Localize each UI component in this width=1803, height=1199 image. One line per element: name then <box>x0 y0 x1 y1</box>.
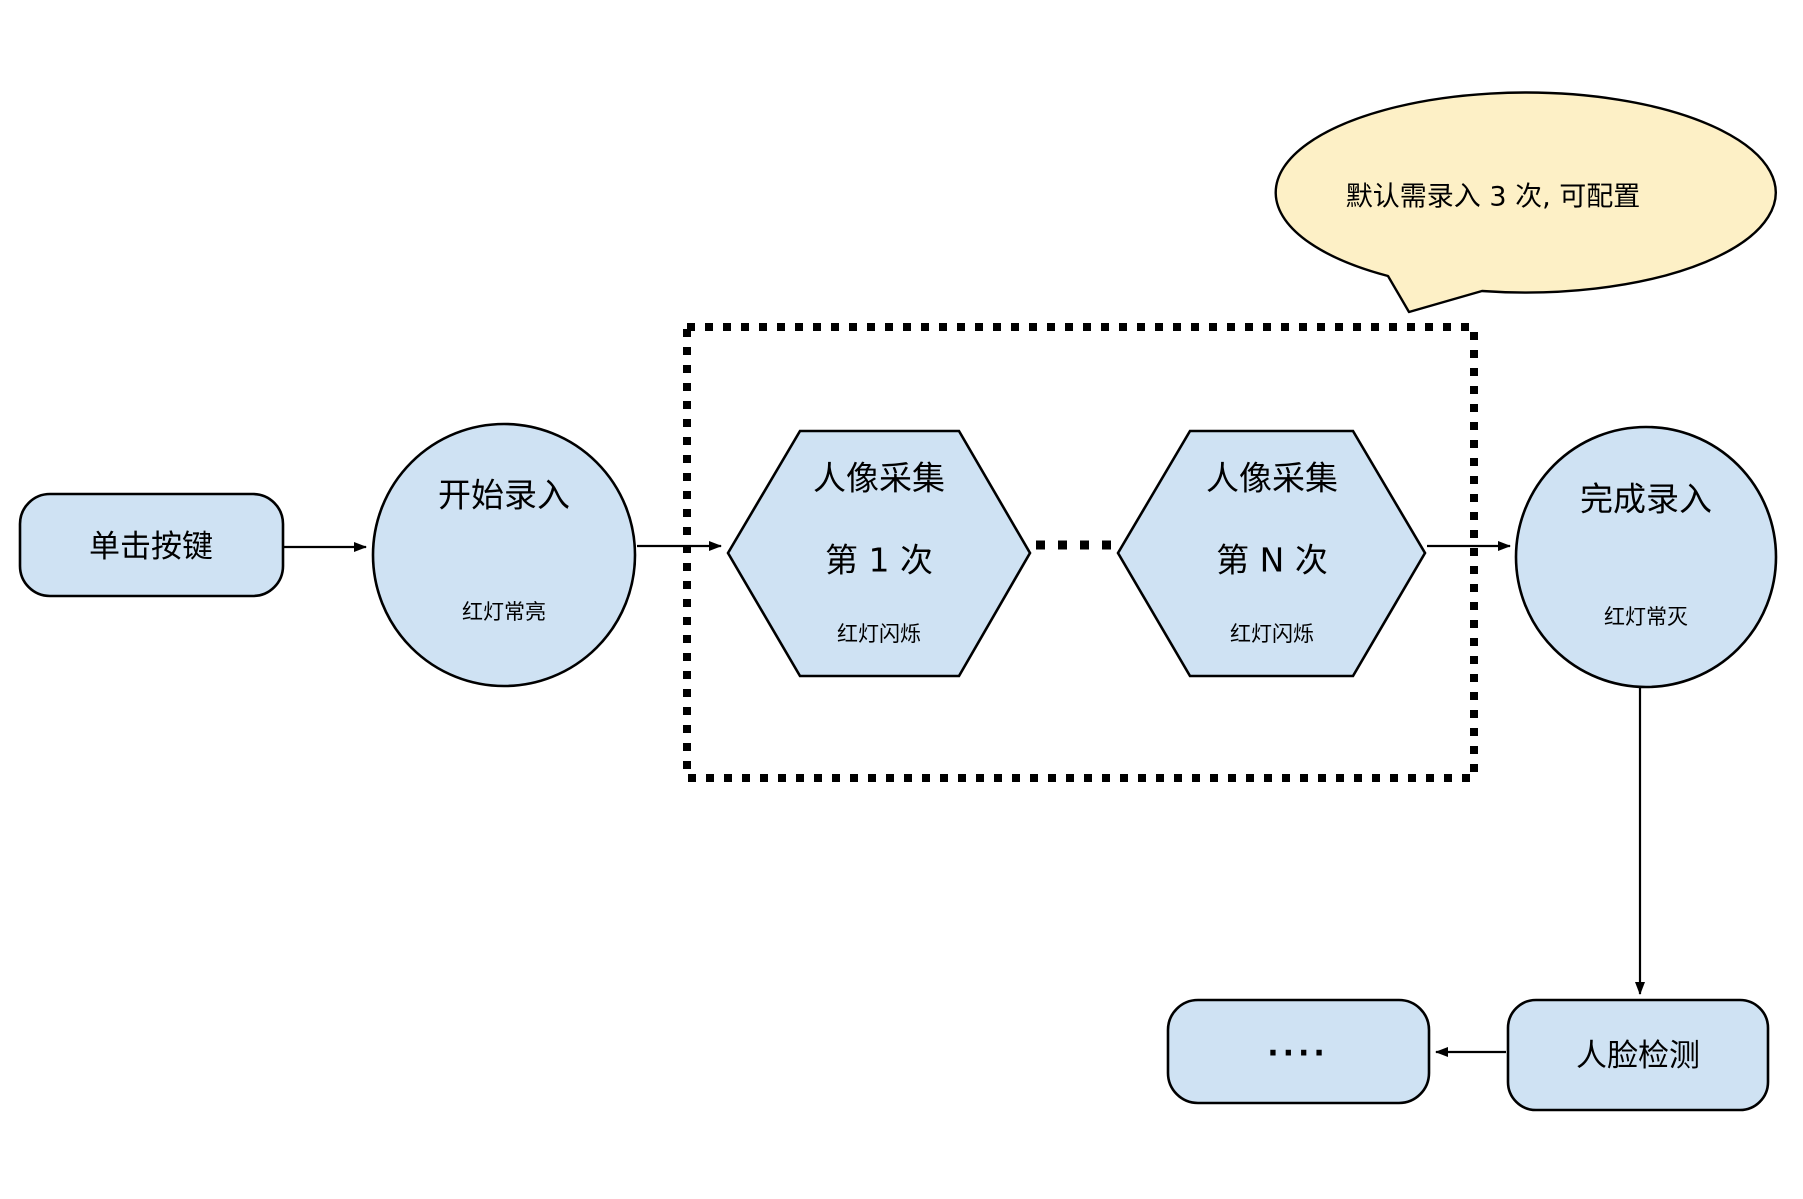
node-finish-entry-title: 完成录入 <box>1580 480 1712 519</box>
node-capture-first-line2: 第 1 次 <box>825 541 933 580</box>
node-capture-nth: 人像采集 第 N 次 红灯闪烁 <box>1116 429 1427 678</box>
callout-bubble: 默认需录入 3 次, 可配置 <box>1274 91 1777 314</box>
node-capture-first-subtitle: 红灯闪烁 <box>837 622 921 646</box>
node-capture-nth-line1: 人像采集 <box>1206 459 1338 498</box>
node-start-entry: 开始录入 红灯常亮 <box>371 422 637 688</box>
node-finish-entry-subtitle: 红灯常灭 <box>1604 605 1688 629</box>
node-capture-nth-subtitle: 红灯闪烁 <box>1230 622 1314 646</box>
node-face-detect: 人脸检测 <box>1506 998 1770 1112</box>
node-click-button: 单击按键 <box>18 492 285 598</box>
node-ellipsis-box-label: .... <box>1267 1029 1329 1064</box>
node-finish-entry: 完成录入 红灯常灭 <box>1514 425 1778 689</box>
node-start-entry-subtitle: 红灯常亮 <box>462 600 546 624</box>
callout-bubble-shape <box>1274 91 1777 314</box>
node-click-button-label: 单击按键 <box>89 529 213 565</box>
callout-text: 默认需录入 3 次, 可配置 <box>1346 182 1641 213</box>
node-ellipsis-box: .... <box>1166 998 1431 1105</box>
node-capture-first-line1: 人像采集 <box>813 459 945 498</box>
repeat-group-dotted-border <box>683 323 1478 782</box>
node-face-detect-label: 人脸检测 <box>1576 1038 1700 1074</box>
node-start-entry-title: 开始录入 <box>438 476 570 515</box>
node-capture-nth-line2: 第 N 次 <box>1216 541 1328 580</box>
node-capture-first: 人像采集 第 1 次 红灯闪烁 <box>726 429 1032 678</box>
